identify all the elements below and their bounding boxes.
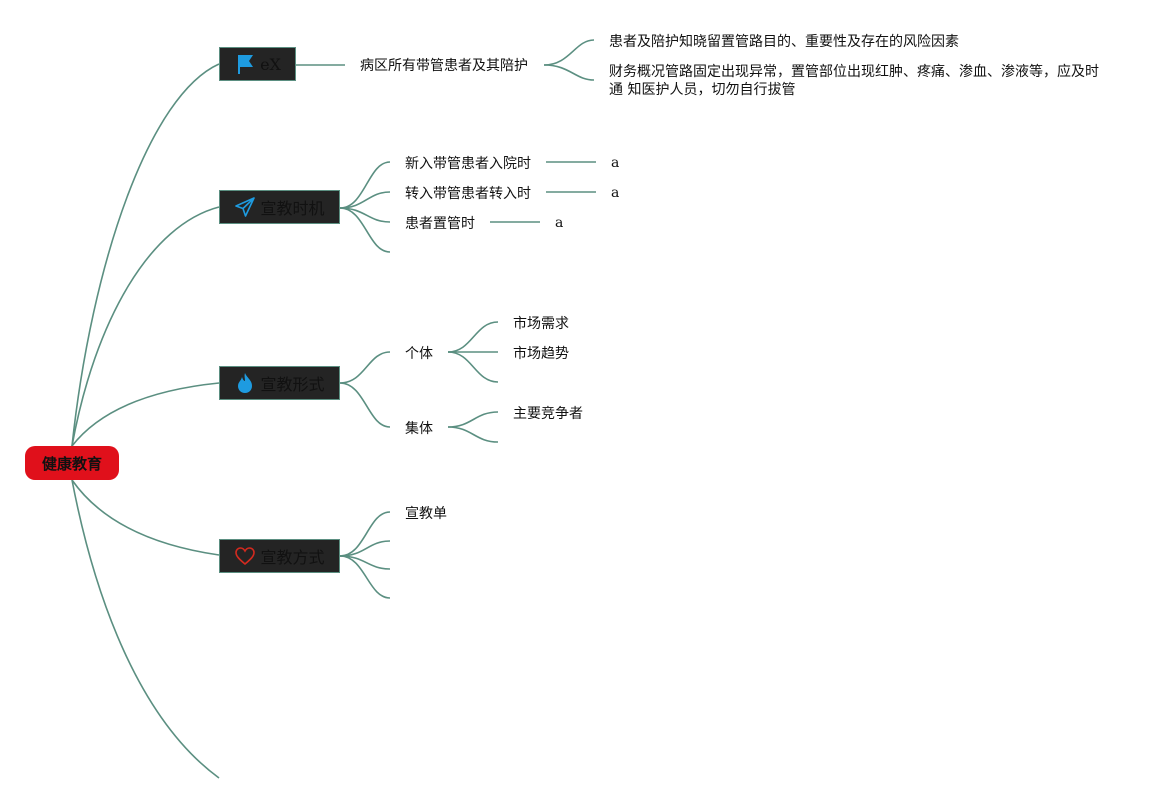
topic-node[interactable]: 集体: [405, 421, 433, 437]
connector: [339, 351, 391, 384]
branch-label: 宣教时机: [260, 199, 325, 218]
fire-icon: [234, 372, 256, 394]
topic-node[interactable]: 转入带管患者转入时: [405, 186, 531, 202]
branch-label: 宣教形式: [260, 375, 325, 394]
connector: [71, 63, 220, 447]
connector: [71, 479, 220, 779]
root-node[interactable]: 健康教育: [25, 446, 119, 480]
connector: [71, 479, 220, 556]
connector: [543, 64, 595, 81]
connector: [71, 382, 220, 447]
topic-note[interactable]: a: [611, 185, 620, 201]
connector: [339, 382, 391, 428]
flag-icon: [234, 53, 256, 75]
topic-node[interactable]: 病区所有带管患者及其陪护: [360, 58, 528, 74]
branch-label: 宣教方式: [260, 548, 325, 567]
connector: [447, 321, 499, 353]
branch-label: eX: [260, 54, 281, 74]
topic-node[interactable]: 患者置管时: [405, 216, 475, 232]
connector: [447, 426, 499, 443]
topic-node[interactable]: 宣教单: [405, 506, 447, 522]
connector: [543, 39, 595, 66]
branch-node-ex[interactable]: eX: [219, 47, 296, 81]
branch-node-form[interactable]: 宣教形式: [219, 366, 340, 400]
root-label: 健康教育: [41, 454, 102, 473]
topic-node[interactable]: 市场需求: [513, 316, 569, 332]
topic-node[interactable]: 主要竞争者: [513, 406, 583, 422]
topic-note[interactable]: a: [611, 155, 620, 171]
topic-node[interactable]: 市场趋势: [513, 346, 569, 362]
connector: [71, 206, 220, 447]
connector: [447, 411, 499, 428]
topic-node[interactable]: 个体: [405, 346, 433, 362]
connector: [447, 351, 499, 383]
topic-node[interactable]: 患者及陪护知晓留置管路目的、重要性及存在的风险因素: [609, 34, 959, 50]
paper-plane-icon: [234, 196, 256, 218]
topic-note[interactable]: a: [555, 215, 564, 231]
branch-node-method[interactable]: 宣教方式: [219, 539, 340, 573]
connector: [339, 555, 391, 599]
connector: [339, 161, 391, 209]
connector: [339, 207, 391, 253]
branch-node-timing[interactable]: 宣教时机: [219, 190, 340, 224]
topic-node[interactable]: 财务概况管路固定出现异常，置管部位出现红肿、疼痛、渗血、渗液等，应及时通 知医护…: [609, 64, 1099, 98]
heart-icon: [234, 545, 256, 567]
topic-node[interactable]: 新入带管患者入院时: [405, 156, 531, 172]
